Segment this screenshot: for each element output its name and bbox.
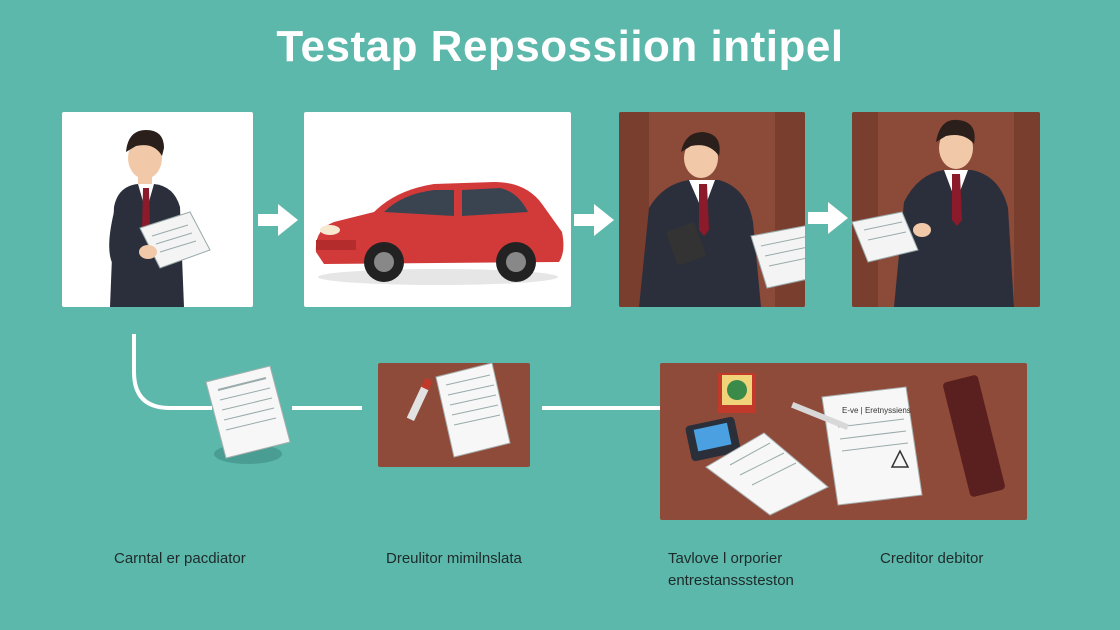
arrow-right-icon bbox=[574, 204, 614, 236]
document-icon bbox=[705, 432, 829, 516]
step-panel-4 bbox=[852, 112, 1040, 307]
car-icon bbox=[315, 182, 564, 285]
curve-connector bbox=[132, 334, 212, 410]
pen-icon bbox=[406, 377, 433, 422]
diagram-title: Testap Repsossiion intipel bbox=[276, 22, 844, 71]
step-label-2: Dreulitor mimilnslata bbox=[386, 550, 522, 567]
step-panel-1 bbox=[62, 112, 253, 307]
step-label-3-line-2: entrestansssteston bbox=[668, 572, 794, 589]
person-icon bbox=[852, 119, 1014, 307]
seal-icon bbox=[718, 373, 756, 413]
document-header: E-ve | Eretnyssiens bbox=[842, 406, 911, 415]
document-icon bbox=[200, 362, 320, 472]
step-label-1: Carntal er pacdiator bbox=[114, 550, 246, 567]
step-panel-3 bbox=[619, 112, 805, 307]
pen-icon bbox=[791, 401, 849, 431]
document-icon bbox=[821, 386, 923, 506]
arrow-right-icon bbox=[258, 204, 298, 236]
person-icon bbox=[109, 130, 211, 307]
step-panel-2 bbox=[304, 112, 571, 307]
step-label-4: Creditor debitor bbox=[880, 550, 984, 567]
person-icon bbox=[639, 132, 805, 307]
step-panel-6: E-ve | Eretnyssiens bbox=[660, 363, 1027, 520]
step-label-3: Tavlove l orporier bbox=[668, 550, 783, 567]
step-panel-5 bbox=[378, 363, 530, 467]
phone-icon bbox=[666, 222, 706, 266]
arrow-right-icon bbox=[808, 202, 848, 234]
